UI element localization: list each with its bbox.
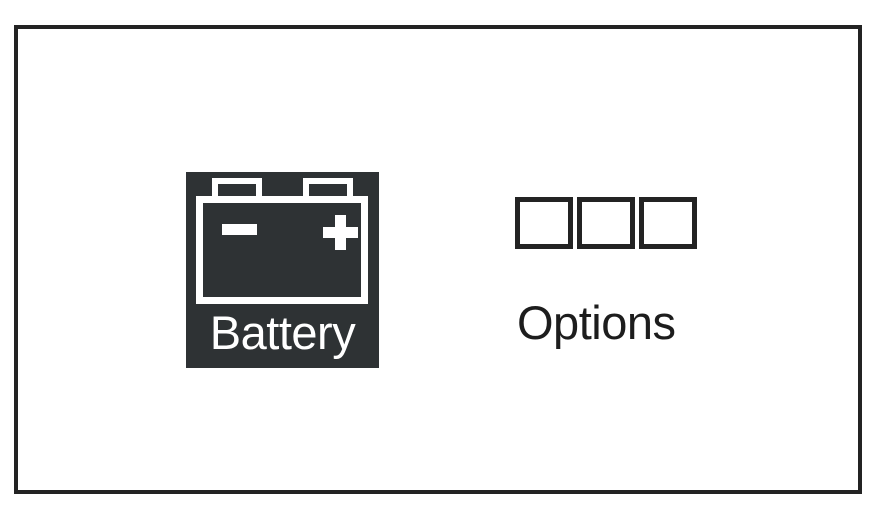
plus-vertical-bar	[335, 215, 346, 250]
minus-symbol-icon	[222, 224, 257, 235]
plus-symbol-icon	[323, 215, 358, 250]
option-square-2[interactable]	[577, 197, 635, 249]
battery-positive-terminal-icon	[303, 178, 353, 202]
options-label: Options	[517, 296, 676, 349]
outer-frame-border	[14, 25, 862, 494]
options-squares-row	[515, 197, 697, 249]
battery-label: Battery	[209, 306, 356, 359]
battery-body-outline	[196, 196, 368, 304]
battery-icon[interactable]: Battery	[186, 172, 379, 368]
battery-negative-terminal-icon	[212, 178, 262, 202]
option-square-1[interactable]	[515, 197, 573, 249]
option-square-3[interactable]	[639, 197, 697, 249]
